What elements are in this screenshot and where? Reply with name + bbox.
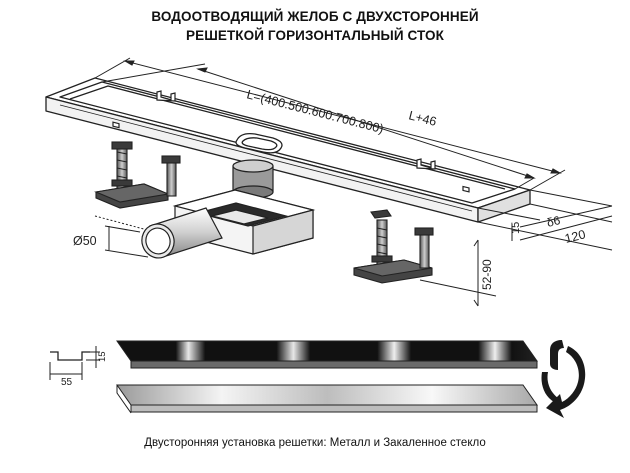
dim-height-label: 52-90 bbox=[480, 259, 494, 290]
dim-pipe-diameter-label: Ø50 bbox=[73, 234, 97, 248]
dim-total-length-label: L+46 bbox=[407, 108, 438, 129]
rotate-arrow-icon bbox=[541, 340, 586, 418]
profile-height-label: 15 bbox=[97, 351, 108, 362]
grate-panel-glass bbox=[116, 340, 538, 369]
dim-width-label: 120 bbox=[563, 227, 587, 246]
adjustable-leg-left bbox=[94, 141, 181, 209]
adjustable-leg-right bbox=[353, 209, 434, 284]
siphon-outlet bbox=[141, 159, 316, 259]
diagram-title-line-2: РЕШЕТКОЙ ГОРИЗОНТАЛЬНЫЙ СТОК bbox=[185, 28, 444, 43]
diagram-title-line-1: ВОДООТВОДЯЩИЙ ЖЕЛОБ С ДВУХСТОРОННЕЙ bbox=[151, 9, 479, 24]
profile-width-label: 55 bbox=[61, 377, 73, 388]
dim-depth-label: 15 bbox=[510, 222, 522, 234]
grate-clips bbox=[112, 90, 470, 193]
caption: Двусторонняя установка решетки: Металл и… bbox=[144, 437, 486, 449]
dim-thickness-label: δ6 bbox=[545, 213, 562, 230]
drain-channel bbox=[45, 77, 531, 223]
dimension-lines bbox=[94, 57, 613, 307]
grate-profile-section bbox=[49, 346, 100, 380]
grate-panel-metal bbox=[116, 384, 538, 414]
drain-outlet-hole bbox=[235, 132, 283, 154]
